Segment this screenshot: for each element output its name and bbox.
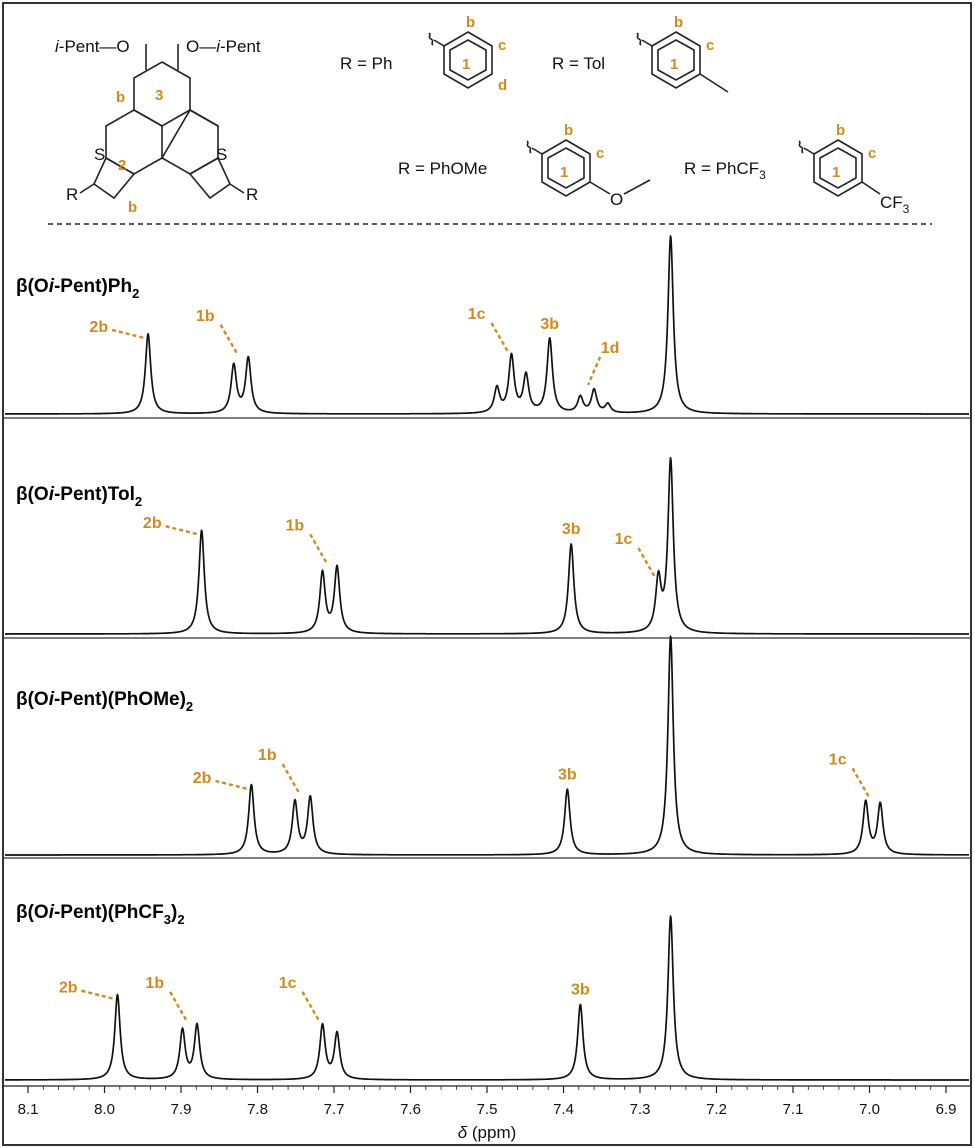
core-structure: i-Pent—O O—i-Pent 3 b 2 b S S R R	[55, 37, 261, 216]
annotation-leader	[215, 779, 248, 791]
peak-annotation: 2b	[89, 319, 108, 336]
peak-annotation: 3b	[540, 316, 559, 333]
peak-annotation: 1b	[196, 308, 215, 325]
peak-annotation: 1c	[615, 531, 633, 548]
x-tick-label: 7.3	[630, 1101, 651, 1118]
variant-ph-label: R = Ph	[340, 54, 392, 73]
ring-3-label: 3	[155, 87, 163, 104]
spectrum-trace	[4, 915, 970, 1081]
annotation-leader	[637, 547, 656, 577]
annotation-leader	[851, 767, 870, 797]
peak-annotation: 1d	[601, 340, 620, 357]
peak-annotation: 1c	[279, 975, 297, 992]
variant-phcf3-substituent: CF3	[880, 193, 910, 216]
annotation-leader	[309, 533, 328, 563]
variant-ph-pos-d: d	[498, 77, 507, 94]
annotation-leader	[281, 763, 300, 793]
variant-tol-label: R = Tol	[552, 54, 605, 73]
peak-annotation: 1b	[258, 747, 277, 764]
x-tick-label: 7.9	[171, 1101, 192, 1118]
x-tick-label: 8.0	[94, 1101, 115, 1118]
variant-phome-pos-b: b	[564, 122, 573, 139]
annotation-leader	[301, 991, 320, 1021]
variant-phome-oxygen: O	[610, 190, 623, 209]
core-b-upper-label: b	[116, 89, 125, 106]
x-tick-label: 7.6	[400, 1101, 421, 1118]
annotation-leader	[586, 356, 602, 386]
annotation-leader	[490, 322, 509, 352]
annotation-leader	[165, 525, 198, 536]
peak-annotation: 2b	[59, 980, 78, 997]
x-tick-label: 7.5	[477, 1101, 498, 1118]
structure-scheme: i-Pent—O O—i-Pent 3 b 2 b S S R R R = Ph	[48, 14, 932, 225]
peak-annotation: 1c	[829, 751, 847, 768]
annotation-leader	[219, 324, 238, 354]
variant-tol: R = Tol 1 b c	[552, 14, 729, 93]
variant-ph-pos-c: c	[498, 37, 506, 54]
annotation-leader	[111, 328, 145, 340]
x-axis-label: δ (ppm)	[458, 1123, 517, 1142]
r-right: R	[246, 185, 258, 204]
peak-annotation: 3b	[562, 521, 581, 538]
peak-annotation: 2b	[143, 515, 162, 532]
x-tick-label: 7.8	[247, 1101, 268, 1118]
peak-annotation: 3b	[571, 982, 590, 999]
annotation-leader	[81, 989, 114, 1000]
spectrum-trace	[4, 456, 970, 635]
x-tick-label: 6.9	[936, 1101, 957, 1118]
spectrum-trace	[4, 235, 970, 415]
core-b-lower-label: b	[128, 199, 137, 216]
peak-annotation: 2b	[193, 770, 212, 787]
panel-title: β(Oi-Pent)Ph2	[16, 276, 139, 301]
sulfur-right: S	[216, 145, 227, 164]
variant-ph: R = Ph 1 b c d	[340, 14, 507, 94]
x-tick-label: 7.7	[324, 1101, 345, 1118]
variant-phome-label: R = PhOMe	[398, 159, 487, 178]
sulfur-left: S	[94, 145, 105, 164]
spectrum-trace	[4, 635, 970, 856]
variant-tol-pos-c: c	[706, 37, 714, 54]
variant-tol-ring: 1	[670, 56, 678, 73]
panel-title: β(Oi-Pent)(PhCF3)2	[16, 902, 185, 927]
x-axis: 8.1 8.0 7.9 7.8 7.7 7.6 7.5 7.4 7.3 7.2 7.1 7.0 6.9	[3, 1085, 971, 1118]
variant-tol-pos-b: b	[674, 14, 683, 31]
peak-annotation: 1c	[468, 306, 486, 323]
x-tick-label: 8.1	[18, 1101, 39, 1118]
ring-2-label: 2	[118, 157, 126, 174]
core-substituent-left: i-Pent—O	[55, 37, 130, 56]
variant-phome-ring: 1	[560, 164, 568, 181]
variant-phcf3: R = PhCF3 CF3 1 b c	[684, 122, 910, 216]
variant-phome: R = PhOMe O 1 b c	[398, 122, 651, 209]
variant-ph-pos-b: b	[466, 14, 475, 31]
core-substituent-right: O—i-Pent	[186, 37, 261, 56]
annotation-leader	[169, 991, 188, 1021]
variant-ph-ring: 1	[462, 56, 470, 73]
x-tick-label: 7.4	[553, 1101, 574, 1118]
x-tick-label: 7.2	[706, 1101, 727, 1118]
r-left: R	[66, 185, 78, 204]
variant-phcf3-label: R = PhCF3	[684, 159, 766, 182]
variant-phcf3-pos-b: b	[836, 122, 845, 139]
variant-phcf3-pos-c: c	[868, 145, 876, 162]
peak-annotation: 3b	[558, 766, 577, 783]
variant-phome-pos-c: c	[596, 145, 604, 162]
variant-phcf3-ring: 1	[832, 164, 840, 181]
peak-annotation: 1b	[286, 517, 305, 534]
peak-annotation: 1b	[145, 975, 164, 992]
panel-title: β(Oi-Pent)Tol2	[16, 484, 142, 509]
panel-title: β(Oi-Pent)(PhOMe)2	[16, 689, 193, 714]
x-tick-label: 7.1	[783, 1101, 804, 1118]
x-tick-label: 7.0	[859, 1101, 880, 1118]
